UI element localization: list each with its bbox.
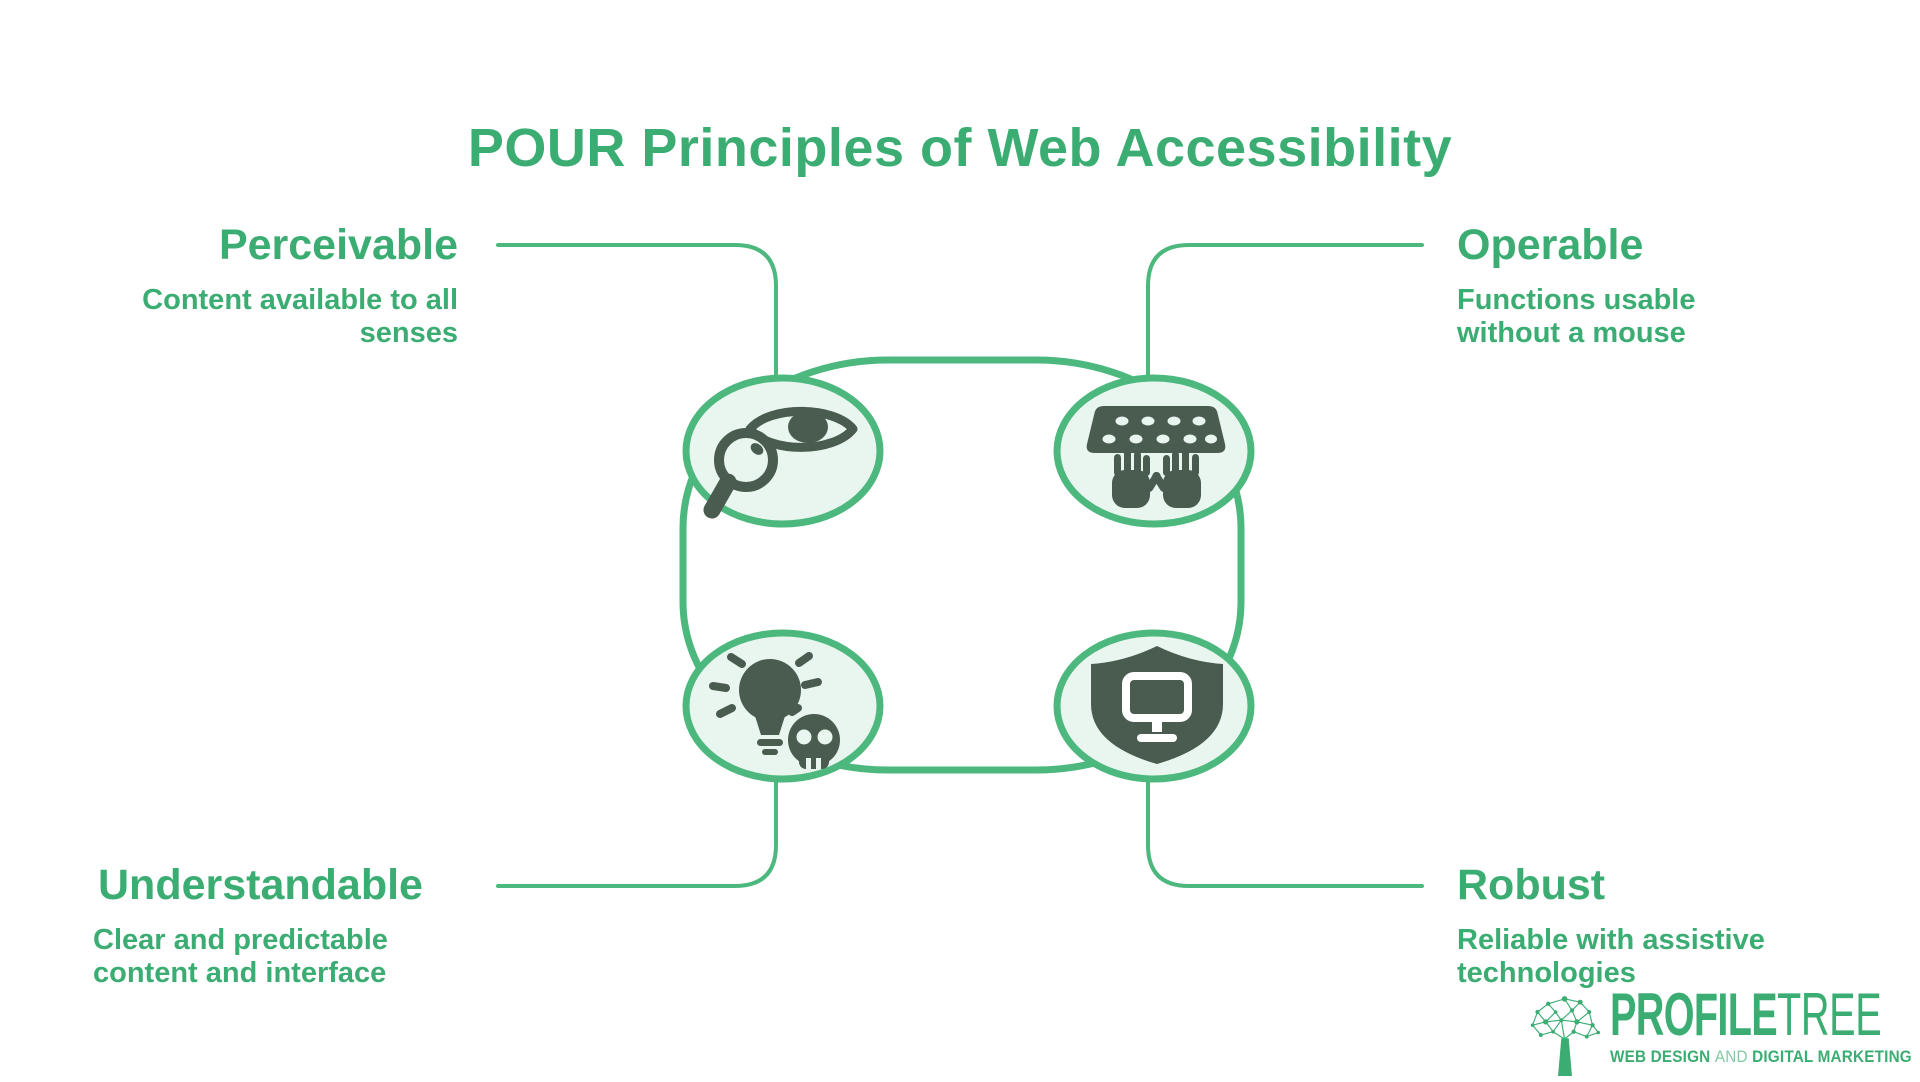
principle-block-perceivable: Perceivable Content available to all sen… [0,224,458,351]
principle-desc-robust: Reliable with assistive technologies [1457,924,1765,990]
principle-block-robust: Robust Reliable with assistive technolog… [1457,864,1765,991]
profiletree-logo-text: PROFILETREE WEB DESIGN AND DIGITAL MARKE… [1610,981,1920,1067]
principle-label-understandable: Understandable [98,861,423,909]
profiletree-logo: PROFILETREE WEB DESIGN AND DIGITAL MARKE… [1526,981,1920,1080]
profiletree-wordmark: PROFILETREE [1610,981,1882,1048]
principle-desc-understandable: Clear and predictable content and interf… [93,924,388,990]
principle-node-robust [1053,629,1255,783]
principle-desc-perceivable: Content available to all senses [142,284,458,350]
connector-operable [1146,243,1424,382]
keyboard-hands-icon [1086,406,1226,508]
connector-robust [1146,764,1424,888]
shield-monitor-icon [1091,646,1223,764]
principle-desc-operable: Functions usable without a mouse [1457,284,1696,350]
cycle-ring [679,356,1245,774]
principle-label-robust: Robust [1457,861,1606,909]
page-title: POUR Principles of Web Accessibility [467,118,1453,179]
profiletree-tree-icon [1530,996,1601,1077]
principle-node-perceivable [682,374,884,528]
profiletree-tagline: WEB DESIGN AND DIGITAL MARKETING [1610,1046,1912,1066]
principle-label-perceivable: Perceivable [218,221,458,269]
lightbulb-skull-icon [709,652,840,769]
principle-node-operable [1053,374,1255,528]
principle-block-understandable: Understandable Clear and predictable con… [93,864,423,991]
connector-lines [496,243,1424,888]
connector-perceivable [496,243,778,382]
principle-label-operable: Operable [1457,221,1644,269]
principle-block-operable: Operable Functions usable without a mous… [1457,224,1695,351]
connector-understandable [496,764,778,888]
principle-node-understandable [682,629,884,783]
eye-magnifier-icon [703,406,858,519]
